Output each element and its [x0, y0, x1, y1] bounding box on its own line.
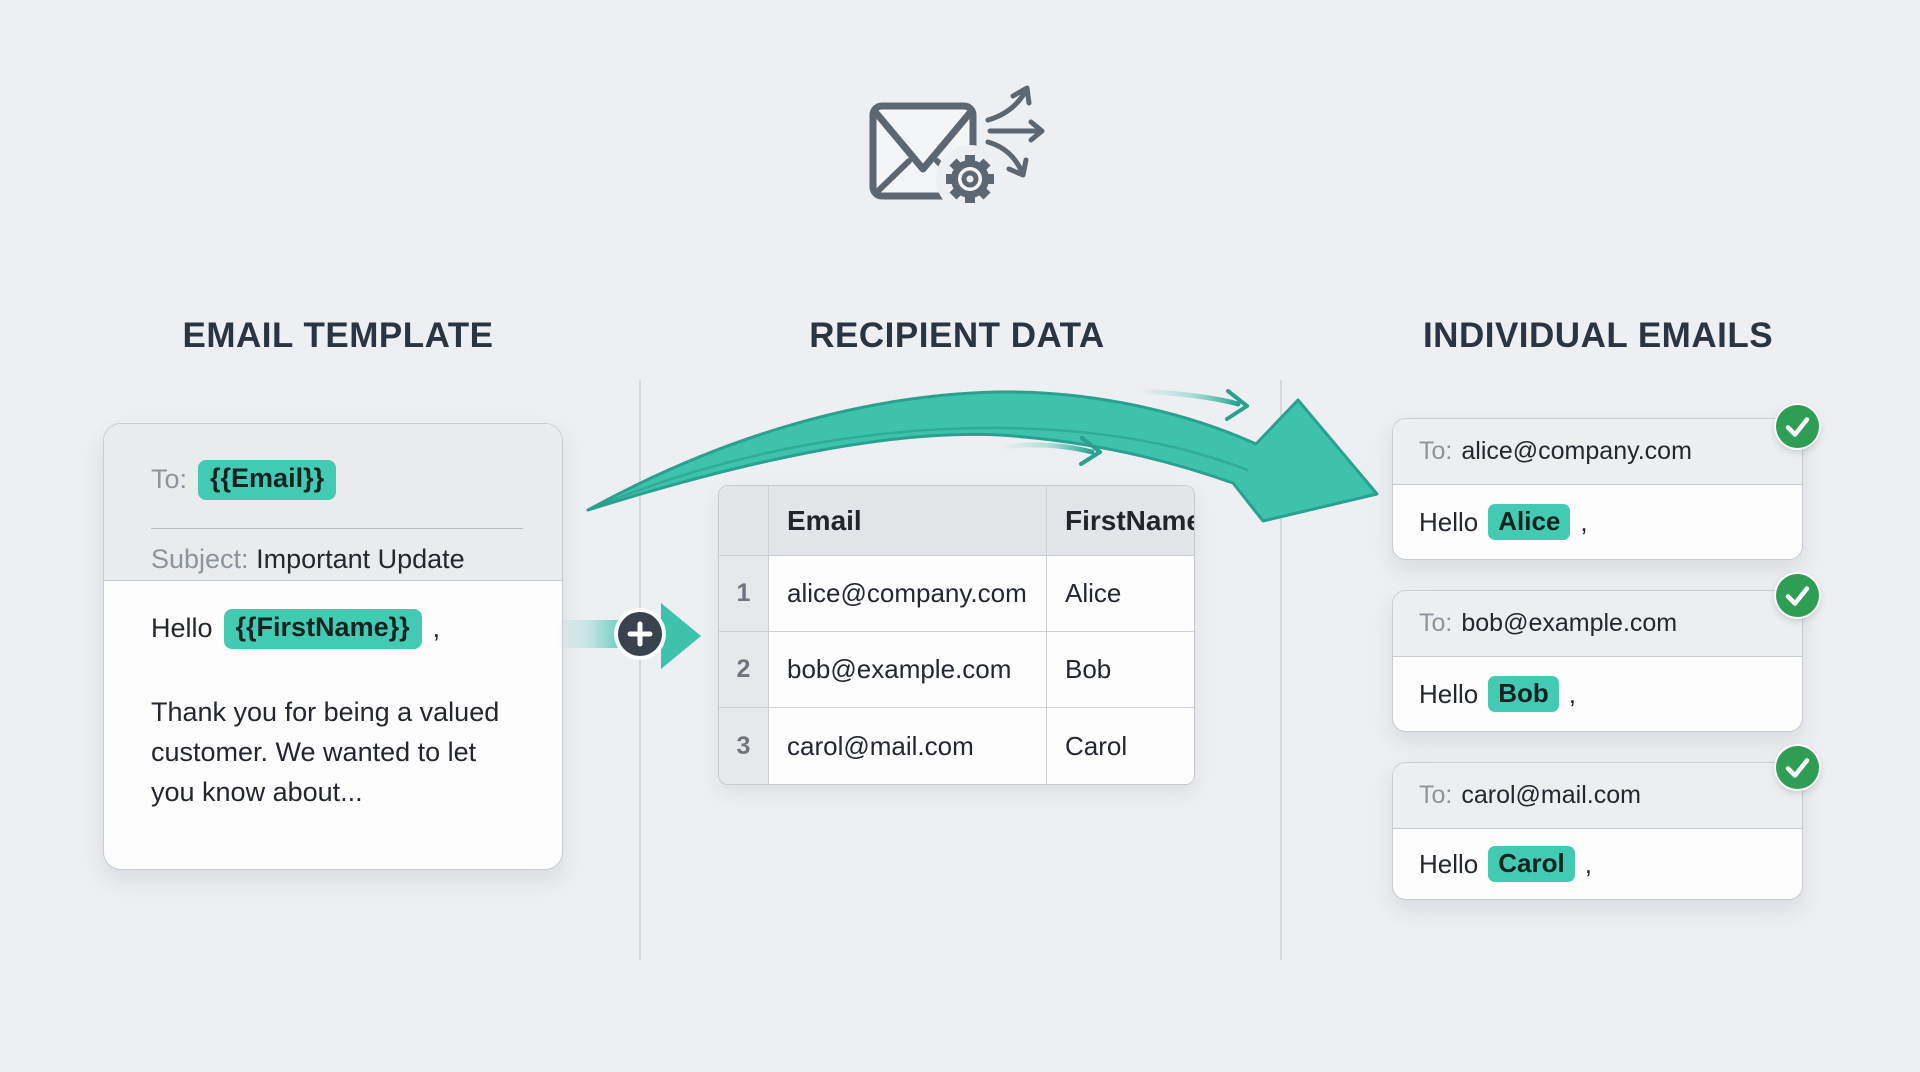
template-to-row: To: {{Email}}: [151, 460, 337, 500]
email-card-carol: To: carol@mail.com Hello Carol ,: [1392, 762, 1803, 900]
merge-connector-arrowhead: [661, 603, 701, 669]
template-body-line: you know about...: [151, 777, 363, 807]
greeting-suffix: ,: [1580, 506, 1588, 537]
row-number: 3: [719, 708, 769, 784]
greeting-prefix: Hello: [151, 613, 213, 644]
to-address: bob@example.com: [1461, 609, 1678, 637]
cell-email: alice@company.com: [769, 556, 1047, 632]
email-card-body: Hello Carol ,: [1393, 829, 1802, 899]
cell-firstname: Carol: [1047, 708, 1194, 784]
template-header-rule: [151, 528, 523, 529]
greeting-prefix: Hello: [1419, 506, 1479, 537]
to-label: To:: [1419, 437, 1453, 465]
greeting-prefix: Hello: [1419, 678, 1479, 709]
greeting-prefix: Hello: [1419, 848, 1479, 879]
recipient-data-table: Email FirstName 1 alice@company.com Alic…: [718, 485, 1195, 785]
email-card-body: Hello Alice ,: [1393, 485, 1802, 559]
merged-name-chip: Carol: [1488, 845, 1575, 883]
to-label: To:: [1419, 781, 1453, 809]
column-title-recipient-data: RECIPIENT DATA: [809, 316, 1105, 355]
email-variable-chip: {{Email}}: [198, 460, 337, 500]
cell-email: bob@example.com: [769, 632, 1047, 708]
greeting-suffix: ,: [1584, 848, 1592, 879]
merged-name-chip: Alice: [1488, 503, 1571, 541]
to-label: To:: [1419, 609, 1453, 637]
template-body-line: Thank you for being a valued: [151, 697, 500, 727]
cell-firstname: Bob: [1047, 632, 1194, 708]
plus-icon: [618, 612, 662, 656]
template-subject-row: Subject: Important Update: [151, 544, 465, 575]
motion-arrow-upper: [1137, 388, 1249, 421]
template-greeting: Hello {{FirstName}} ,: [151, 609, 440, 649]
template-card-header: [104, 424, 562, 581]
column-title-individual-emails: INDIVIDUAL EMAILS: [1422, 316, 1774, 355]
firstname-variable-chip: {{FirstName}}: [223, 609, 422, 649]
email-template-card: To: {{Email}} Subject: Important Update …: [103, 423, 563, 870]
subject-label: Subject:: [151, 544, 249, 574]
email-card-header: To: bob@example.com: [1393, 591, 1802, 657]
row-number: 2: [719, 632, 769, 708]
email-card-header: To: alice@company.com: [1393, 419, 1802, 485]
table-header-email: Email: [769, 486, 1047, 556]
cell-email: carol@mail.com: [769, 708, 1047, 784]
mail-merge-icon: [869, 85, 1045, 213]
to-address: carol@mail.com: [1461, 781, 1641, 809]
gear-icon: [936, 145, 1004, 213]
subject-value: Important Update: [256, 544, 465, 574]
check-icon: [1776, 405, 1819, 448]
template-body-line: customer. We wanted to let: [151, 737, 477, 767]
greeting-suffix: ,: [432, 613, 441, 644]
motion-arrow-lower: [999, 436, 1102, 466]
column-divider-left: [639, 380, 641, 960]
to-address: alice@company.com: [1461, 437, 1692, 465]
merged-name-chip: Bob: [1488, 675, 1559, 713]
check-icon: [1776, 746, 1819, 789]
email-card-alice: To: alice@company.com Hello Alice ,: [1392, 418, 1803, 560]
email-card-body: Hello Bob ,: [1393, 657, 1802, 731]
template-body-text: Thank you for being a valued customer. W…: [151, 692, 499, 812]
greeting-suffix: ,: [1568, 678, 1577, 709]
column-title-email-template: EMAIL TEMPLATE: [182, 316, 494, 355]
cell-firstname: Alice: [1047, 556, 1194, 632]
check-icon: [1776, 574, 1819, 617]
fan-out-arrows-icon: [985, 85, 1045, 178]
table-header-firstname: FirstName: [1047, 486, 1194, 556]
column-divider-right: [1280, 380, 1282, 960]
row-number: 1: [719, 556, 769, 632]
email-card-bob: To: bob@example.com Hello Bob ,: [1392, 590, 1803, 732]
table-corner-cell: [719, 486, 769, 556]
to-label: To:: [151, 464, 188, 495]
email-card-header: To: carol@mail.com: [1393, 763, 1802, 829]
